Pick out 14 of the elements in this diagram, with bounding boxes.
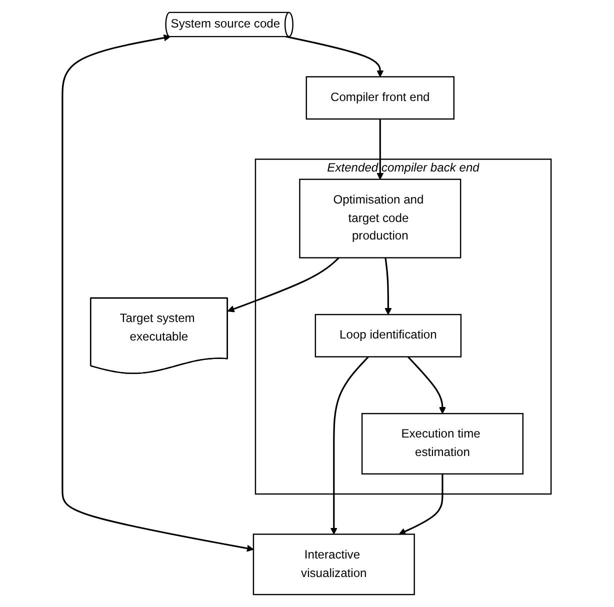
node-box: Execution time estimation <box>362 412 524 474</box>
node-box: Compiler front end <box>306 76 455 120</box>
node-box: Optimisation and target code production <box>299 178 462 258</box>
arrow <box>408 356 446 414</box>
arrow <box>62 34 254 552</box>
arrow <box>286 36 384 78</box>
node-text: System source code <box>171 17 280 31</box>
arrow <box>228 257 340 312</box>
node-box: Interactive visualization <box>253 534 416 596</box>
arrow <box>384 258 392 315</box>
node-box: Loop identification <box>315 314 462 358</box>
arrow <box>398 474 444 535</box>
arrow <box>376 119 384 180</box>
arrow <box>330 356 370 535</box>
